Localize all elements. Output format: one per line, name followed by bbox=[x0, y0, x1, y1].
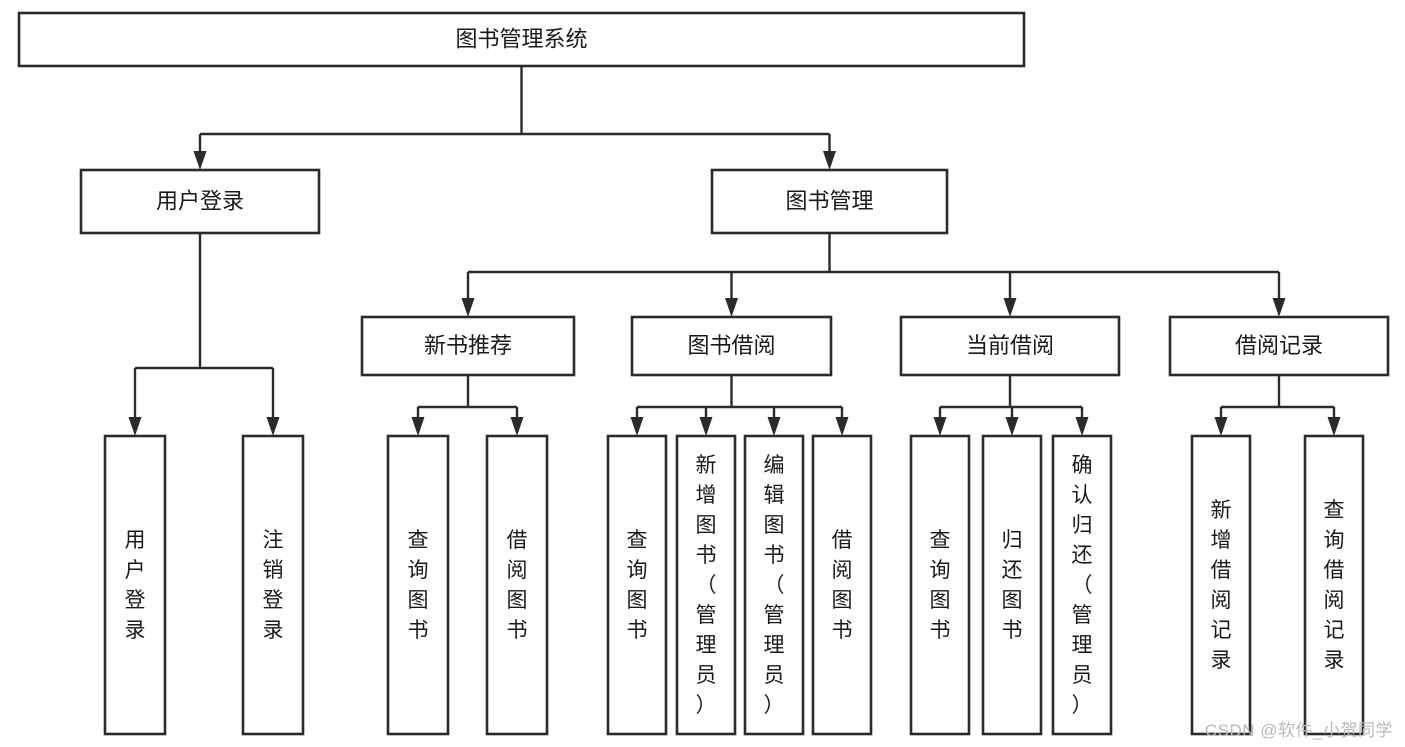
node-leaf_bb_add[interactable]: 新增图书（管理员） bbox=[675, 434, 737, 736]
node-leaf_cb_return[interactable]: 归还图书 bbox=[981, 434, 1043, 736]
node-label-book_manage: 图书管理 bbox=[785, 188, 873, 213]
node-label-new_book_rec: 新书推荐 bbox=[424, 333, 512, 358]
node-box-leaf_bb_borrow[interactable] bbox=[811, 434, 873, 736]
node-new_book_rec[interactable]: 新书推荐 bbox=[360, 315, 576, 377]
node-leaf_br_query[interactable]: 查询借阅记录 bbox=[1303, 434, 1365, 736]
node-box-leaf_bb_add[interactable] bbox=[675, 434, 737, 736]
edge-group-new_book_rec bbox=[411, 375, 524, 436]
node-label-leaf_bb_query: 查询图书 bbox=[627, 529, 648, 642]
node-leaf_rec_borrow[interactable]: 借阅图书 bbox=[485, 434, 549, 736]
edge-group-user_login bbox=[128, 233, 280, 436]
node-label-leaf_cb_confirm: 确认归还（管理员） bbox=[1072, 454, 1093, 717]
node-box-leaf_cb_confirm[interactable] bbox=[1051, 434, 1113, 736]
node-current_borrow[interactable]: 当前借阅 bbox=[899, 315, 1121, 377]
node-label-user_login: 用户登录 bbox=[156, 188, 244, 213]
node-box-current_borrow[interactable] bbox=[899, 315, 1121, 377]
node-leaf_cb_query[interactable]: 查询图书 bbox=[909, 434, 971, 736]
edge-group-book_manage bbox=[461, 233, 1286, 317]
node-box-book_borrow[interactable] bbox=[630, 315, 833, 377]
edge-group-book_borrow bbox=[630, 375, 849, 436]
node-label-leaf_br_add: 新增借阅记录 bbox=[1211, 499, 1232, 672]
edge-group-root bbox=[193, 66, 836, 170]
node-label-leaf_cb_return: 归还图书 bbox=[1002, 529, 1023, 642]
node-user_login[interactable]: 用户登录 bbox=[79, 168, 321, 235]
node-leaf_bb_edit[interactable]: 编辑图书（管理员） bbox=[743, 434, 805, 736]
node-leaf_bb_borrow[interactable]: 借阅图书 bbox=[811, 434, 873, 736]
node-box-borrow_record[interactable] bbox=[1168, 315, 1390, 377]
node-leaf_logout[interactable]: 注销登录 bbox=[241, 434, 305, 736]
node-leaf_br_add[interactable]: 新增借阅记录 bbox=[1190, 434, 1252, 736]
node-box-leaf_logout[interactable] bbox=[241, 434, 305, 736]
node-box-leaf_bb_edit[interactable] bbox=[743, 434, 805, 736]
node-label-leaf_user_login: 用户登录 bbox=[125, 529, 146, 642]
node-label-leaf_bb_edit: 编辑图书（管理员） bbox=[764, 454, 785, 717]
edge-layer bbox=[128, 66, 1341, 436]
csdn-watermark: CSDN @软件_小贺同学 bbox=[1204, 721, 1393, 740]
node-book_borrow[interactable]: 图书借阅 bbox=[630, 315, 833, 377]
node-label-leaf_rec_query: 查询图书 bbox=[408, 529, 429, 642]
node-leaf_user_login[interactable]: 用户登录 bbox=[103, 434, 167, 736]
node-label-leaf_logout: 注销登录 bbox=[263, 529, 284, 642]
node-label-leaf_bb_add: 新增图书（管理员） bbox=[696, 454, 717, 717]
node-box-leaf_bb_query[interactable] bbox=[606, 434, 668, 736]
node-label-leaf_rec_borrow: 借阅图书 bbox=[507, 529, 528, 642]
node-leaf_rec_query[interactable]: 查询图书 bbox=[386, 434, 450, 736]
node-label-current_borrow: 当前借阅 bbox=[966, 333, 1054, 358]
node-layer: 图书管理系统用户登录图书管理新书推荐图书借阅当前借阅借阅记录用户登录注销登录查询… bbox=[17, 11, 1390, 736]
node-box-new_book_rec[interactable] bbox=[360, 315, 576, 377]
edge-group-borrow_record bbox=[1214, 375, 1341, 436]
node-label-root: 图书管理系统 bbox=[455, 26, 587, 51]
node-box-leaf_rec_borrow[interactable] bbox=[485, 434, 549, 736]
node-box-book_manage[interactable] bbox=[710, 168, 949, 235]
node-label-book_borrow: 图书借阅 bbox=[687, 333, 775, 358]
node-box-leaf_br_query[interactable] bbox=[1303, 434, 1365, 736]
node-box-leaf_br_add[interactable] bbox=[1190, 434, 1252, 736]
node-leaf_cb_confirm[interactable]: 确认归还（管理员） bbox=[1051, 434, 1113, 736]
node-borrow_record[interactable]: 借阅记录 bbox=[1168, 315, 1390, 377]
node-label-borrow_record: 借阅记录 bbox=[1235, 333, 1323, 358]
node-box-leaf_rec_query[interactable] bbox=[386, 434, 450, 736]
node-root[interactable]: 图书管理系统 bbox=[17, 11, 1026, 68]
node-box-leaf_cb_query[interactable] bbox=[909, 434, 971, 736]
node-leaf_bb_query[interactable]: 查询图书 bbox=[606, 434, 668, 736]
node-box-leaf_user_login[interactable] bbox=[103, 434, 167, 736]
edge-group-current_borrow bbox=[933, 375, 1089, 436]
node-label-leaf_br_query: 查询借阅记录 bbox=[1324, 499, 1345, 672]
node-box-user_login[interactable] bbox=[79, 168, 321, 235]
node-box-root[interactable] bbox=[17, 11, 1026, 68]
node-box-leaf_cb_return[interactable] bbox=[981, 434, 1043, 736]
node-label-leaf_bb_borrow: 借阅图书 bbox=[832, 529, 853, 642]
node-book_manage[interactable]: 图书管理 bbox=[710, 168, 949, 235]
node-label-leaf_cb_query: 查询图书 bbox=[930, 529, 951, 642]
